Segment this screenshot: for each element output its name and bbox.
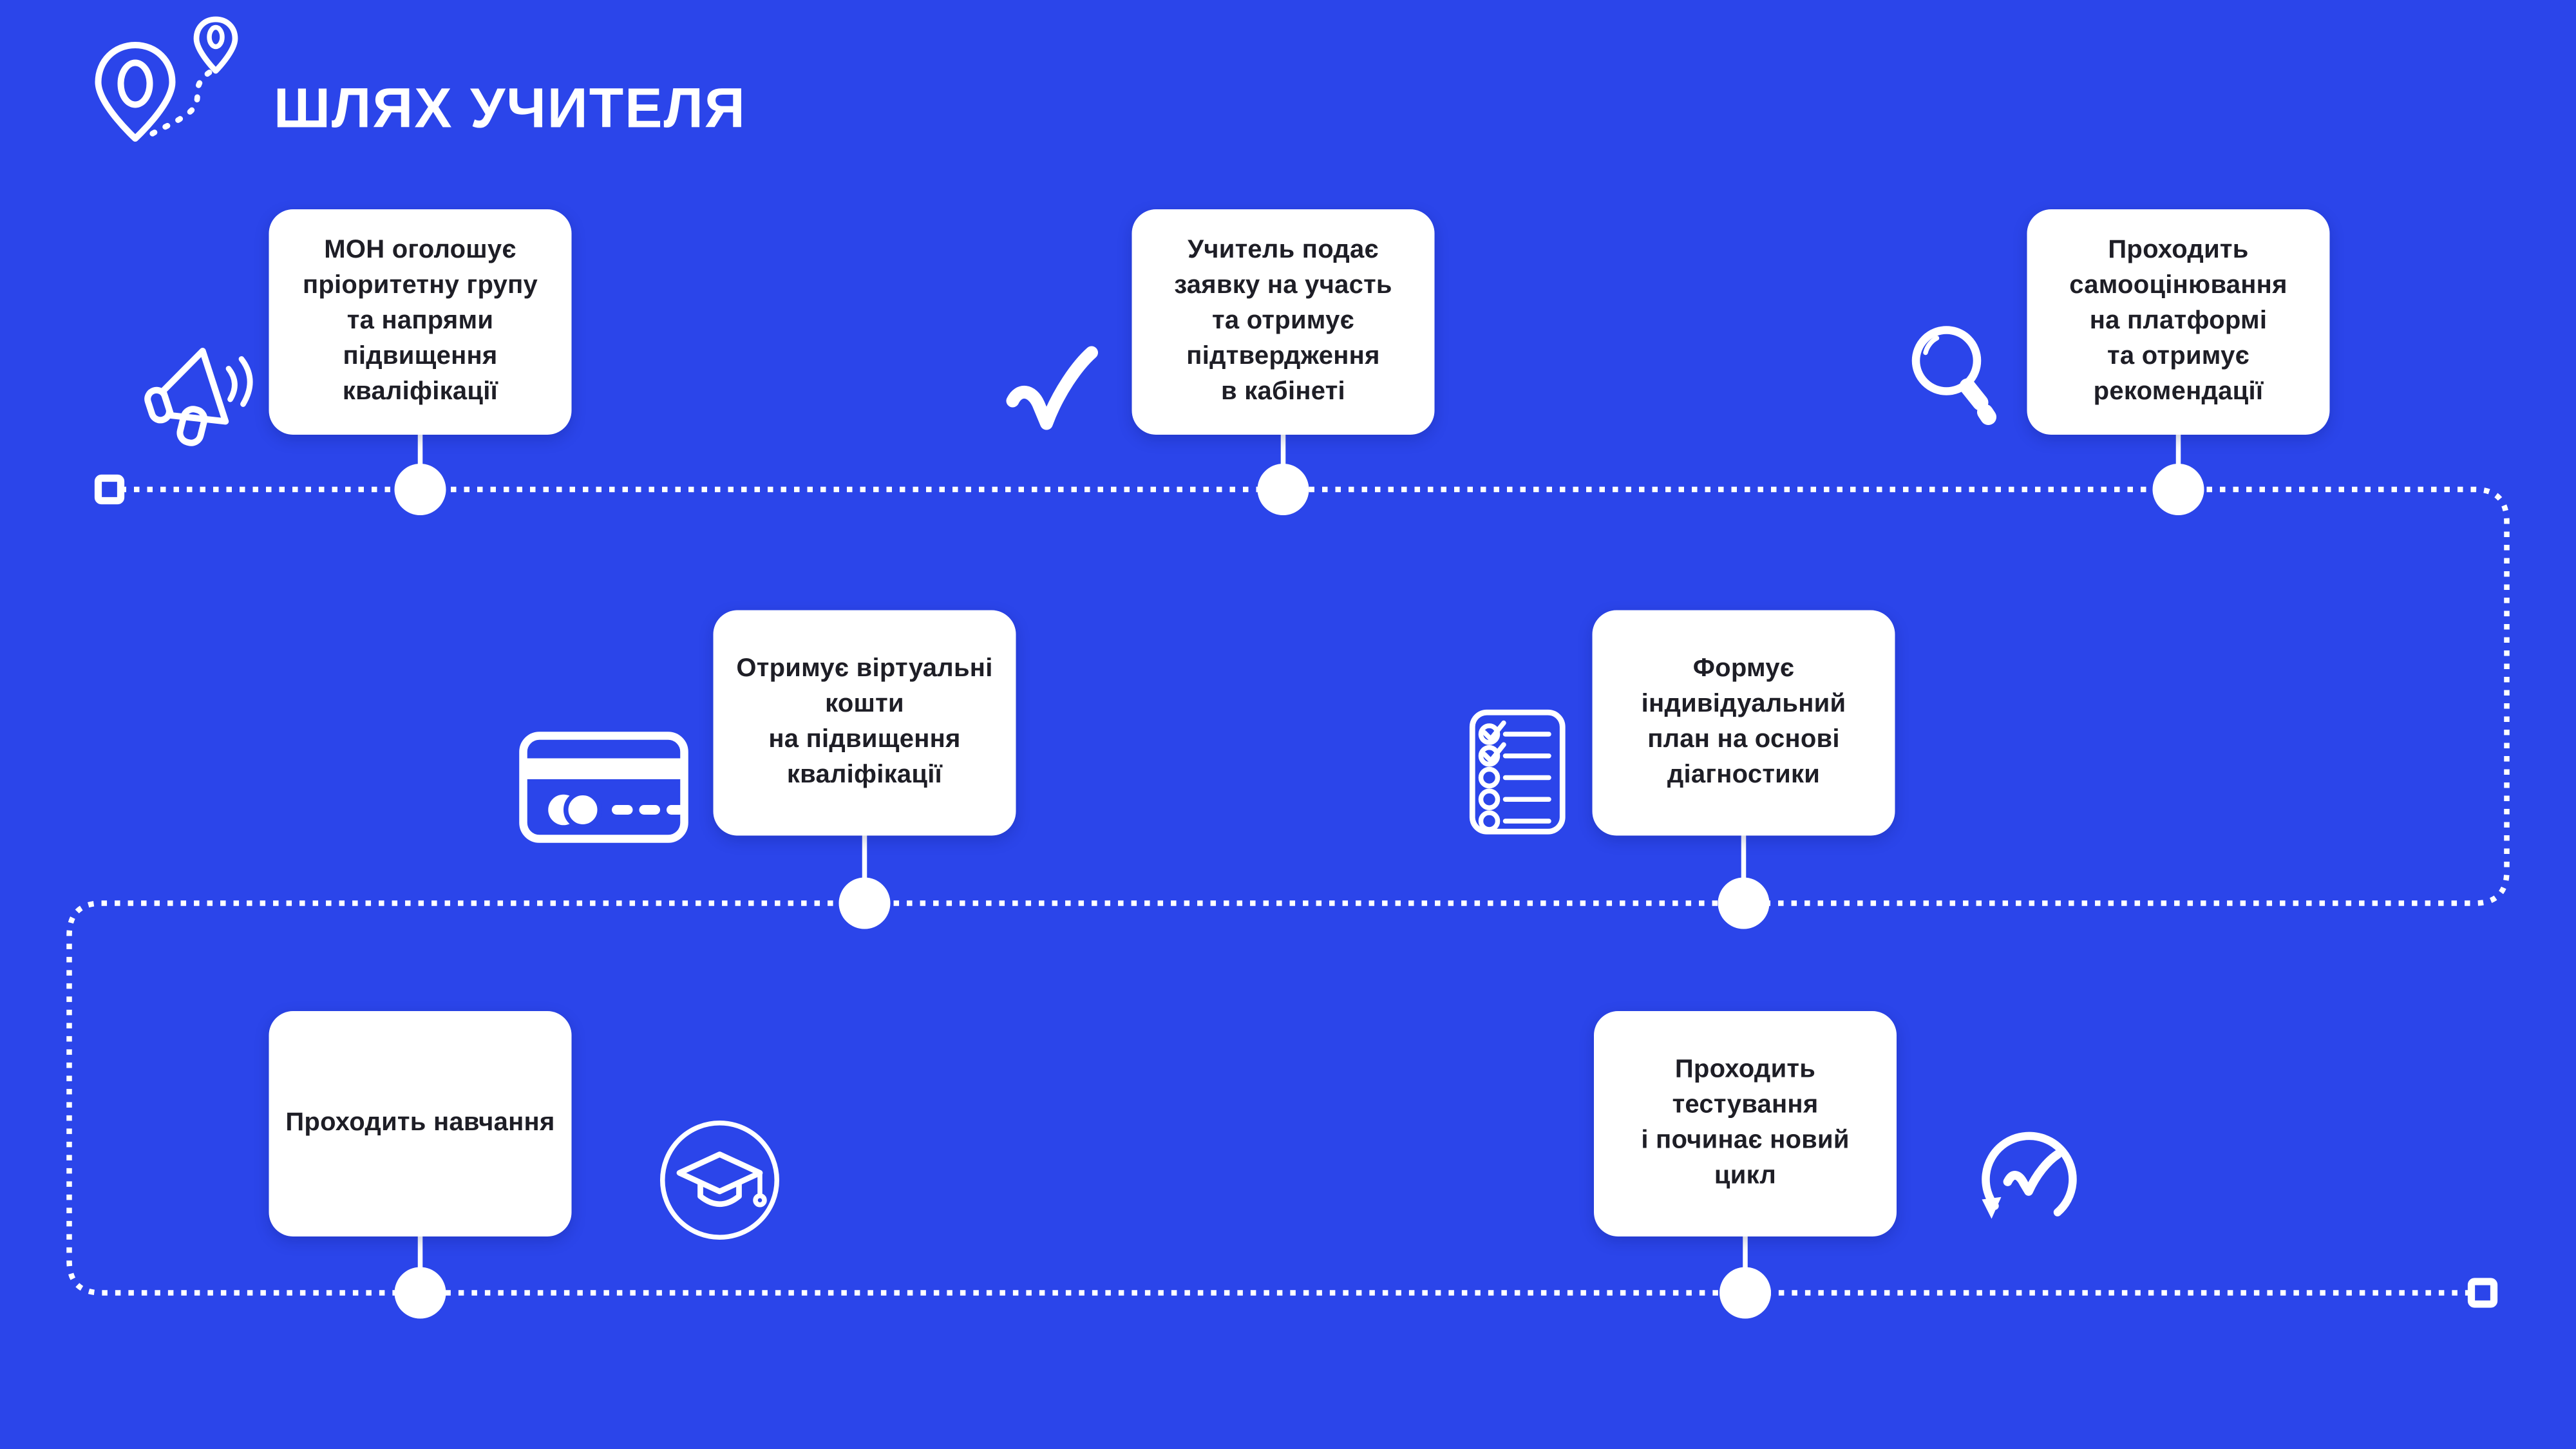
step-label-4: Отримує віртуальні кошти на підвищення к…	[736, 655, 993, 790]
step-label-5: Формує індивідуальний план на основі діа…	[1641, 655, 1846, 790]
step-label-7: Проходить тестування і починає новий цик…	[1641, 1056, 1850, 1190]
step-card-1: МОН оголошує пріоритетну групу та напрям…	[269, 209, 572, 435]
graduation-cap-icon	[660, 1121, 779, 1240]
step-label-1: МОН оголошує пріоритетну групу та напрям…	[302, 236, 538, 406]
checkmark-icon	[1006, 346, 1098, 430]
step-label-6: Проходить навчання	[285, 1109, 555, 1137]
step-card-6: Проходить навчання	[269, 1011, 572, 1236]
page-title: ШЛЯХ УЧИТЕЛЯ	[274, 77, 746, 140]
renew-check-icon	[1982, 1132, 2077, 1219]
node-circle-2	[1257, 464, 1309, 515]
node-circles	[394, 464, 2204, 1319]
step-label-3: Проходить самооцінювання на платформі та…	[2069, 236, 2287, 406]
step-card-5: Формує індивідуальний план на основі діа…	[1592, 610, 1895, 836]
path-end-marker	[2467, 1278, 2498, 1308]
step-card-3: Проходить самооцінювання на платформі та…	[2027, 209, 2330, 435]
step-card-4: Отримує віртуальні кошти на підвищення к…	[713, 610, 1016, 836]
path-start-marker	[94, 474, 125, 505]
node-circle-1	[394, 464, 446, 515]
step-label-2: Учитель подає заявку на участь та отриму…	[1174, 236, 1392, 406]
route-pins-icon	[95, 16, 238, 142]
step-card-7: Проходить тестування і починає новий цик…	[1594, 1011, 1897, 1236]
megaphone-icon	[144, 348, 253, 446]
node-circle-5	[1718, 877, 1770, 929]
journey-dotted-path	[66, 486, 2510, 1296]
step-card-2: Учитель подає заявку на участь та отриму…	[1132, 209, 1435, 435]
node-circle-6	[394, 1267, 446, 1319]
credit-card-icon	[519, 732, 688, 843]
checklist-icon	[1469, 709, 1566, 835]
node-circle-7	[1719, 1267, 1771, 1319]
node-circle-3	[2152, 464, 2204, 515]
node-circle-4	[838, 877, 891, 929]
magnifier-icon	[1911, 326, 1996, 425]
